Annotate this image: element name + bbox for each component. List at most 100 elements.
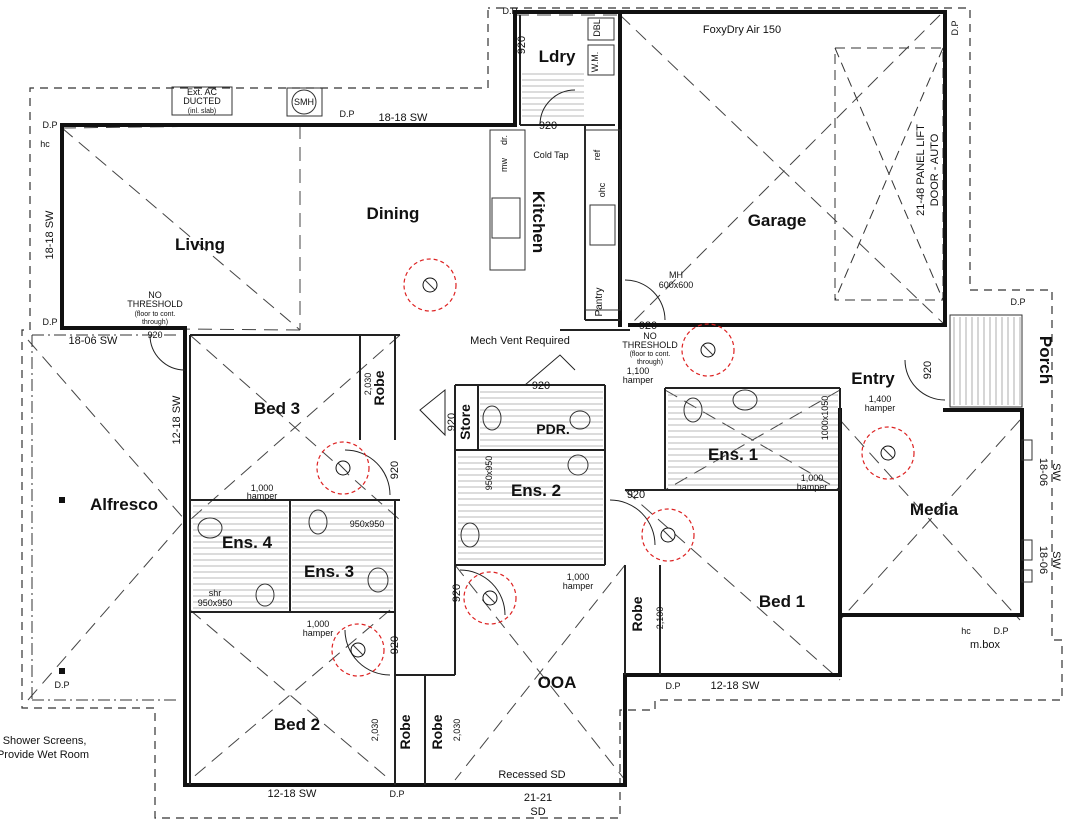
label-mw: mw <box>499 158 509 172</box>
dp-marker: D.P <box>42 120 57 130</box>
fixtures <box>197 389 758 607</box>
dim-robe-2030: 2,030 <box>452 719 462 742</box>
room-living: Living <box>175 235 225 254</box>
label-sw-media-4: SW <box>1050 551 1062 569</box>
room-robe-bed2-a: Robe <box>397 714 413 749</box>
door-920: 920 <box>147 330 162 340</box>
shower-size: 950x950 <box>198 598 233 608</box>
dp-marker: D.P <box>339 109 354 119</box>
dim-hamper: hamper <box>563 581 594 591</box>
label-mbox: m.box <box>970 639 1000 651</box>
label-dr: dr. <box>499 135 509 145</box>
roof-diagonals <box>27 14 1021 781</box>
label-sw-media-2: SW <box>1050 463 1062 481</box>
dim-hamper-1100: 1,100 <box>627 366 650 376</box>
room-kitchen: Kitchen <box>529 191 548 253</box>
label-ref: ref <box>592 149 602 160</box>
ext-ac-unit <box>171 86 233 116</box>
door-920: 920 <box>516 36 528 54</box>
smoke-detector-icon <box>463 571 517 625</box>
label-note-1: o Shower Screens, <box>0 735 86 747</box>
label-mh-2: 600x600 <box>659 280 694 290</box>
label-sd-text: SD <box>530 806 545 818</box>
room-garage: Garage <box>748 211 807 230</box>
dp-marker: D.P <box>389 789 404 799</box>
label-sw-left: 18-18 SW <box>44 210 56 260</box>
dp-marker: D.P <box>502 6 517 16</box>
no-threshold-b-1: NO <box>643 331 657 341</box>
door-920: 920 <box>389 636 401 654</box>
room-store: Store <box>457 404 473 440</box>
room-pdr: PDR. <box>536 421 569 437</box>
eave-outline <box>21 7 1063 819</box>
no-threshold-4: through) <box>142 319 168 326</box>
dp-marker: D.P <box>42 317 57 327</box>
internal-walls <box>189 15 841 785</box>
label-sw-top: 18-18 SW <box>379 112 429 124</box>
room-bed2: Bed 2 <box>274 715 320 734</box>
smh-marker <box>286 87 323 117</box>
door-920: 920 <box>389 461 401 479</box>
no-threshold-2: THRESHOLD <box>127 299 183 309</box>
room-ooa: OOA <box>538 673 577 692</box>
label-sw-media-1: 18-06 <box>1037 458 1049 486</box>
room-laundry: Ldry <box>539 47 576 66</box>
label-sw-living-bottom: 18-06 SW <box>69 335 119 347</box>
label-sw-media-3: 18-06 <box>1037 546 1049 574</box>
label-sw-alfresco: 12-18 SW <box>171 395 183 445</box>
room-ens3: Ens. 3 <box>304 562 354 581</box>
smoke-detector-icon <box>861 426 915 480</box>
room-ens4: Ens. 4 <box>222 533 273 552</box>
room-bed3: Bed 3 <box>254 399 300 418</box>
dp-marker: D.P <box>993 626 1008 636</box>
room-robe-bed2-b: Robe <box>429 714 445 749</box>
smoke-detector-icon <box>316 441 370 495</box>
shower-size: 950x950 <box>350 519 385 529</box>
label-ohc: ohc <box>597 182 607 197</box>
no-threshold-b-4: through) <box>637 359 663 366</box>
shower-size: 1000x1050 <box>820 396 830 441</box>
no-threshold-1: NO <box>148 290 162 300</box>
label-panel-lift: 21-48 PANEL LIFT <box>915 124 927 216</box>
label-smh: SMH <box>294 97 314 107</box>
door-920: 920 <box>627 489 645 501</box>
door-920: 920 <box>639 320 657 332</box>
smoke-detector-icon <box>403 258 457 312</box>
hc-marker: hc <box>40 139 50 149</box>
door-920: 920 <box>922 361 934 379</box>
label-mh-1: MH <box>669 270 683 280</box>
smoke-detectors <box>316 258 915 677</box>
label-ext-ac-2: DUCTED <box>183 96 221 106</box>
dim-hamper: hamper <box>303 628 334 638</box>
room-alfresco: Alfresco <box>90 495 158 514</box>
smoke-detector-icon <box>681 323 735 377</box>
porch-hatch <box>949 314 1023 408</box>
dim-hamper: hamper <box>247 491 278 501</box>
label-wm: W.M. <box>590 52 600 73</box>
label-sd-bottom: 21-21 <box>524 792 552 804</box>
no-threshold-b-3: (floor to cont. <box>630 351 671 358</box>
dim-robe-2030: 2,030 <box>370 719 380 742</box>
label-ext-ac-1: Ext. AC <box>187 87 218 97</box>
kitchen-benches <box>489 129 621 311</box>
room-porch: Porch <box>1036 336 1055 384</box>
label-foxydry: FoxyDry Air 150 <box>703 24 781 36</box>
door-920: 920 <box>451 584 463 602</box>
room-ens2: Ens. 2 <box>511 481 561 500</box>
door-920: 920 <box>539 120 557 132</box>
label-recessed-sd: Recessed SD <box>498 769 565 781</box>
room-pantry: Pantry <box>594 288 605 317</box>
room-entry: Entry <box>851 369 895 388</box>
room-dining: Dining <box>367 204 420 223</box>
laundry-area <box>587 17 615 76</box>
label-ext-ac-3: (inl. slab) <box>188 108 216 115</box>
dim-hamper: hamper <box>797 482 828 492</box>
room-ens1: Ens. 1 <box>708 445 758 464</box>
door-920: 920 <box>532 380 550 392</box>
dim-hamper-1000: 1,000 <box>251 483 274 493</box>
no-threshold-b-2: THRESHOLD <box>622 340 678 350</box>
dim-robe-2100: 2,100 <box>655 607 665 630</box>
hc-marker: hc <box>961 626 971 636</box>
label-mech-vent: Mech Vent Required <box>470 335 570 347</box>
